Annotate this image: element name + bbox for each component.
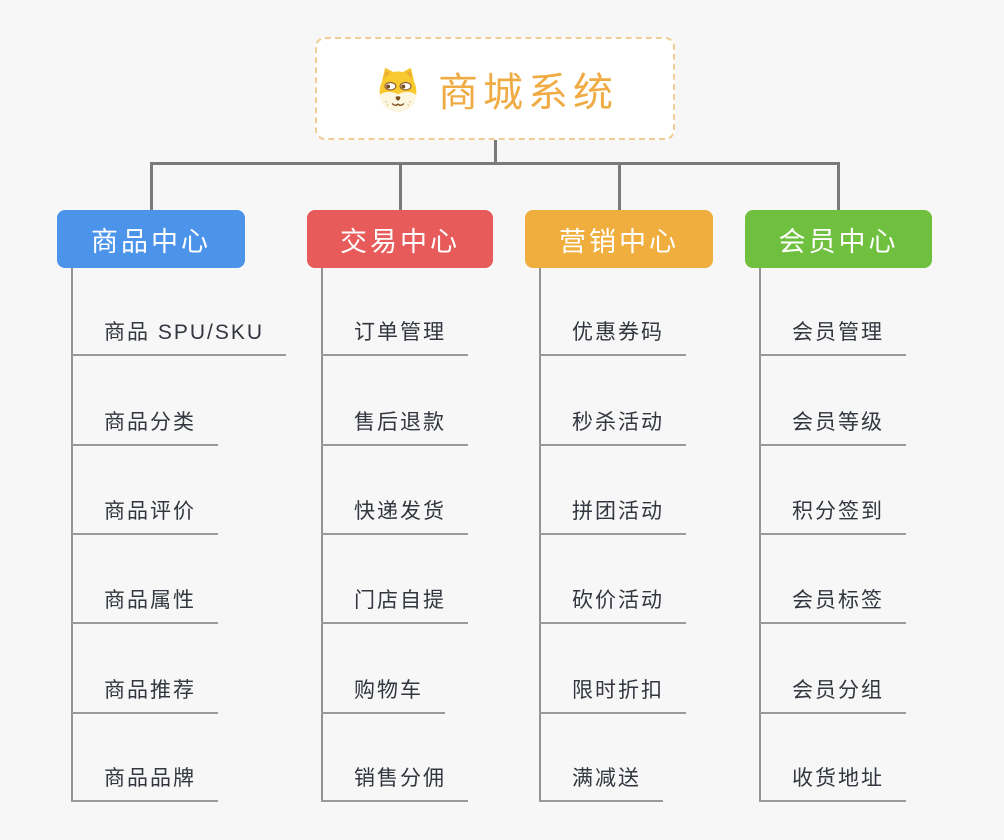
branch-item[interactable]: 售后退款	[321, 406, 468, 446]
branch-item[interactable]: 购物车	[321, 674, 445, 714]
branch-header-2[interactable]: 交易中心	[307, 210, 493, 268]
connector-drop-2	[398, 162, 402, 210]
branch-item[interactable]: 秒杀活动	[539, 406, 686, 446]
connector-drop-4	[837, 162, 840, 210]
connector-drop-1	[149, 162, 153, 210]
branch-3: 营销中心优惠券码秒杀活动拼团活动砍价活动限时折扣满减送	[525, 210, 713, 802]
branch-1: 商品中心商品 SPU/SKU 商品分类商品评价商品属性商品推荐商品品牌	[57, 210, 287, 802]
branch-item[interactable]: 会员标签	[759, 584, 906, 624]
branch-item[interactable]: 订单管理	[321, 316, 468, 356]
root-title: 商城系统	[438, 70, 618, 115]
branch-item[interactable]: 砍价活动	[539, 584, 686, 624]
branch-header-4[interactable]: 会员中心	[745, 210, 932, 268]
branch-item[interactable]: 收货地址	[759, 762, 906, 802]
branch-4: 会员中心会员管理会员等级积分签到会员标签会员分组收货地址	[745, 210, 932, 802]
branch-item[interactable]: 门店自提	[321, 584, 468, 624]
root-node[interactable]: 商城系统	[315, 37, 675, 140]
branch-2: 交易中心订单管理售后退款快递发货门店自提购物车销售分佣	[307, 210, 493, 802]
branch-header-1[interactable]: 商品中心	[57, 210, 245, 268]
shiba-dog-icon	[372, 65, 424, 113]
branch-item[interactable]: 优惠券码	[539, 316, 686, 356]
branch-item[interactable]: 积分签到	[759, 495, 906, 535]
branch-item[interactable]: 商品评价	[71, 495, 218, 535]
branch-item[interactable]: 商品推荐	[71, 674, 218, 714]
branch-item[interactable]: 会员等级	[759, 406, 906, 446]
connector-drop-3	[617, 162, 621, 210]
connector-root-vertical	[493, 139, 497, 165]
connector-bus	[149, 162, 840, 165]
branch-item[interactable]: 拼团活动	[539, 495, 686, 535]
branch-item[interactable]: 会员分组	[759, 674, 906, 714]
branch-item[interactable]: 满减送	[539, 762, 663, 802]
branch-item[interactable]: 销售分佣	[321, 762, 468, 802]
branch-item[interactable]: 商品品牌	[71, 762, 218, 802]
branch-item[interactable]: 会员管理	[759, 316, 906, 356]
branch-header-3[interactable]: 营销中心	[525, 210, 713, 268]
branch-item[interactable]: 限时折扣	[539, 674, 686, 714]
branch-item[interactable]: 商品 SPU/SKU	[71, 316, 287, 356]
branch-item[interactable]: 快递发货	[321, 495, 468, 535]
branch-item[interactable]: 商品分类	[71, 406, 218, 446]
branch-item[interactable]: 商品属性	[71, 584, 218, 624]
